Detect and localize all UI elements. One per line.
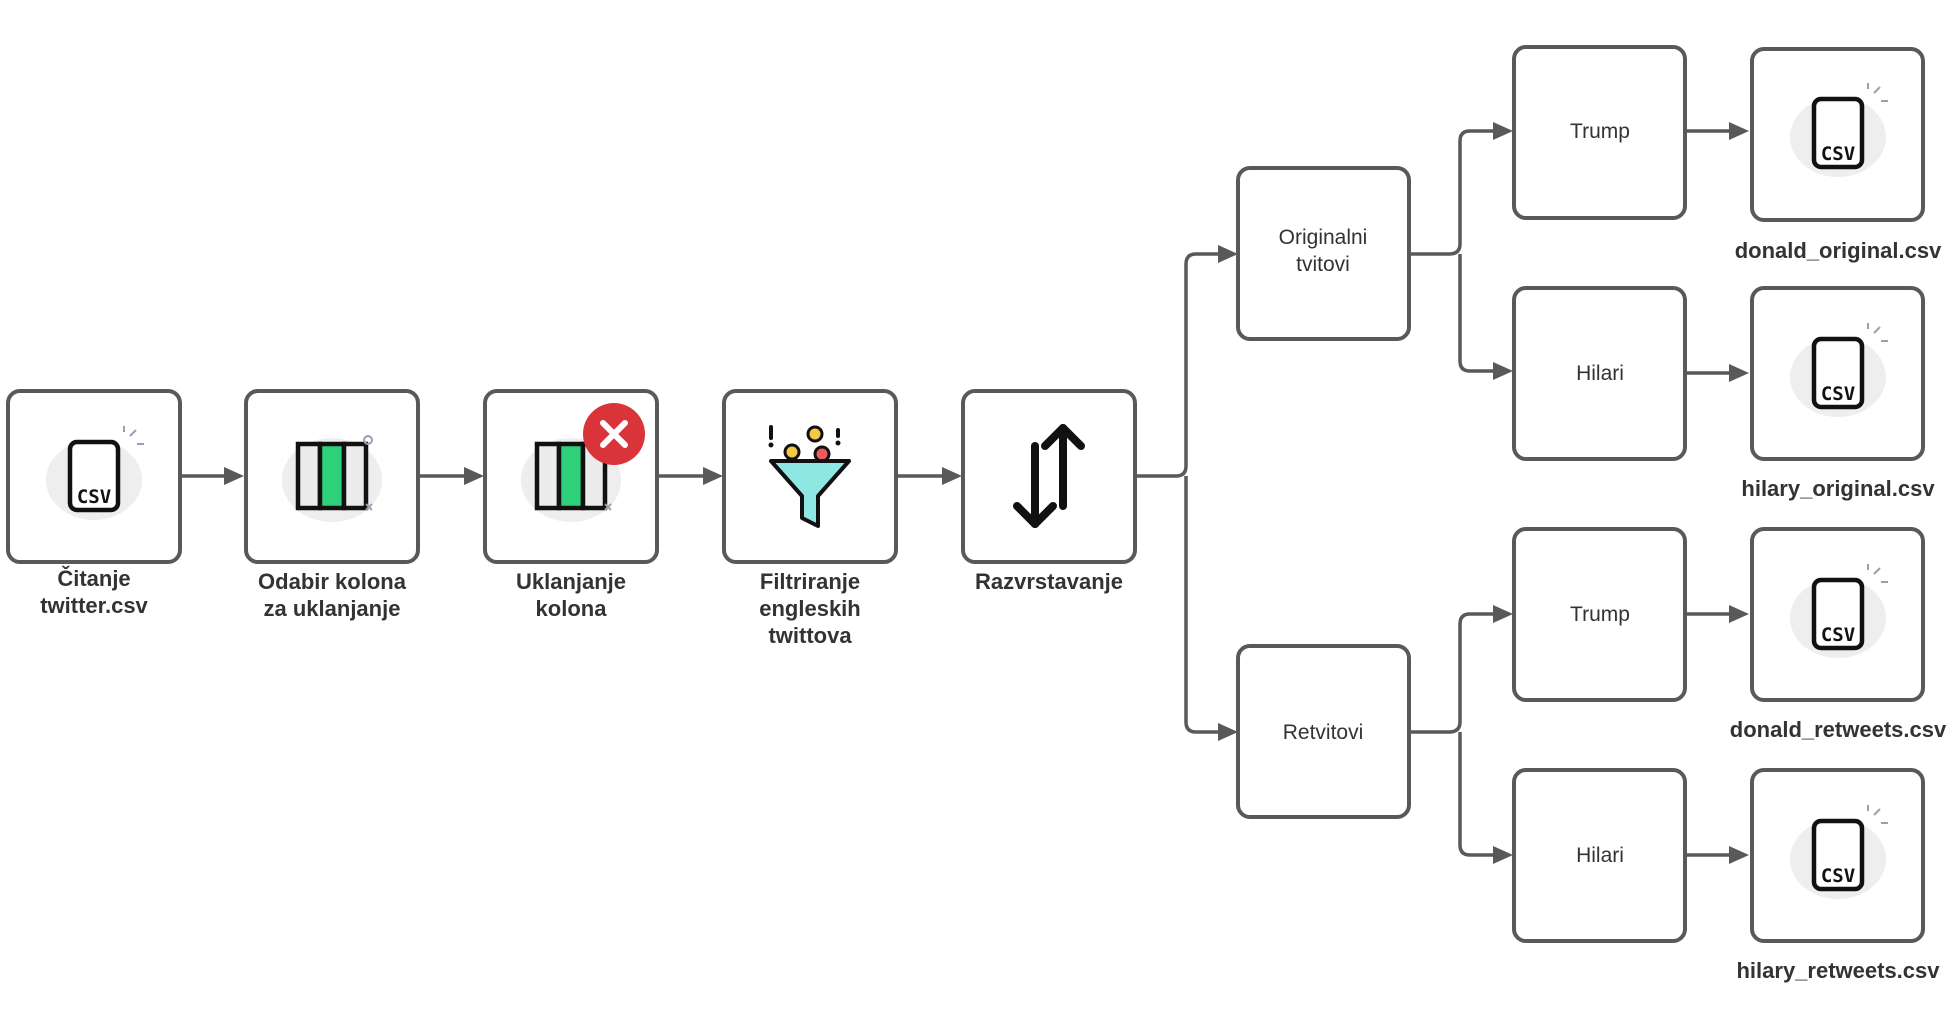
- step-label-line1: Odabir kolona: [258, 569, 407, 594]
- csv-file-icon: CSV: [46, 426, 144, 520]
- branch-label: Hilari: [1576, 844, 1624, 867]
- funnel-icon: [768, 425, 851, 528]
- arrowhead: [703, 467, 723, 485]
- category-node-box: [1236, 166, 1411, 341]
- sort-arrows-icon: [1013, 424, 1085, 528]
- arrowhead: [1729, 364, 1749, 382]
- arrowhead: [1218, 723, 1238, 741]
- output-label: hilary_retweets.csv: [1736, 958, 1940, 983]
- branch-node-box: [1512, 286, 1687, 461]
- step-label-line1: Uklanjanje: [516, 569, 626, 594]
- csv-icon-text: CSV: [1821, 383, 1855, 405]
- step-select-columns[interactable]: Odabir kolona za uklanjanje: [244, 389, 420, 621]
- arrowhead: [1493, 362, 1513, 380]
- remove-badge-icon: [583, 403, 645, 465]
- csv-icon-text: CSV: [1821, 865, 1855, 887]
- arrowhead: [1729, 846, 1749, 864]
- step-label-line2: za uklanjanje: [264, 596, 401, 621]
- branch-node-box: [1512, 527, 1687, 702]
- arrowhead: [1493, 605, 1513, 623]
- csv-file-icon: CSV: [1790, 83, 1888, 177]
- branch-label: Trump: [1570, 120, 1630, 143]
- csv-icon-text: CSV: [1821, 143, 1855, 165]
- arrowhead: [1729, 605, 1749, 623]
- output-csv-node[interactable]: CSV donald_original.csv: [1735, 47, 1942, 263]
- category-label-line2: tvitovi: [1296, 253, 1350, 276]
- arrowhead: [1218, 245, 1238, 263]
- category-original-tweets[interactable]: Originalni tvitovi: [1236, 166, 1411, 341]
- branch-node-box: [1512, 768, 1687, 943]
- step-node-box: [961, 389, 1137, 564]
- branch-node[interactable]: Hilari: [1512, 768, 1687, 943]
- branch-label: Trump: [1570, 603, 1630, 626]
- step-label-line1: Čitanje: [57, 566, 130, 591]
- category-label-line1: Retvitovi: [1283, 721, 1364, 744]
- output-csv-node[interactable]: CSV donald_retweets.csv: [1730, 527, 1947, 742]
- category-label-line1: Originalni: [1279, 226, 1368, 249]
- connector-sort-to-categories: [1135, 252, 1222, 734]
- output-label: donald_original.csv: [1735, 238, 1942, 263]
- arrowhead: [1493, 846, 1513, 864]
- output-csv-node[interactable]: CSV hilary_original.csv: [1741, 286, 1935, 501]
- step-remove-columns[interactable]: Uklanjanje kolona: [483, 389, 659, 621]
- output-csv-node[interactable]: CSV hilary_retweets.csv: [1736, 768, 1940, 983]
- arrowhead: [942, 467, 962, 485]
- branch-label: Hilari: [1576, 362, 1624, 385]
- step-filter-english[interactable]: Filtriranje engleskih twittova: [722, 389, 898, 648]
- output-label: hilary_original.csv: [1741, 476, 1935, 501]
- step-label-line2: kolona: [536, 596, 608, 621]
- step-read-twitter-csv[interactable]: CSV Čitanje twitter.csv: [6, 389, 182, 618]
- branch-node-box: [1512, 45, 1687, 220]
- connector-retweets-to-branches: [1409, 612, 1497, 857]
- branch-node[interactable]: Trump: [1512, 45, 1687, 220]
- columns-icon: [282, 435, 382, 522]
- connectors: [180, 122, 1749, 864]
- branch-node[interactable]: Hilari: [1512, 286, 1687, 461]
- branch-node[interactable]: Trump: [1512, 527, 1687, 702]
- connector-original-to-branches: [1409, 129, 1497, 373]
- csv-icon-text: CSV: [1821, 624, 1855, 646]
- arrowhead: [224, 467, 244, 485]
- arrowhead: [1729, 122, 1749, 140]
- step-label-line2: twitter.csv: [40, 593, 148, 618]
- csv-file-icon: CSV: [1790, 564, 1888, 658]
- step-label-line2: engleskih: [759, 596, 860, 621]
- csv-icon-text: CSV: [77, 486, 111, 508]
- step-label-line3: twittova: [768, 623, 852, 648]
- csv-file-icon: CSV: [1790, 805, 1888, 899]
- arrowhead: [464, 467, 484, 485]
- step-label-line1: Razvrstavanje: [975, 569, 1123, 594]
- step-sort[interactable]: Razvrstavanje: [961, 389, 1137, 594]
- output-label: donald_retweets.csv: [1730, 717, 1947, 742]
- step-label-line1: Filtriranje: [760, 569, 860, 594]
- category-retweets[interactable]: Retvitovi: [1236, 644, 1411, 819]
- arrowhead: [1493, 122, 1513, 140]
- csv-file-icon: CSV: [1790, 323, 1888, 417]
- category-node-box: [1236, 644, 1411, 819]
